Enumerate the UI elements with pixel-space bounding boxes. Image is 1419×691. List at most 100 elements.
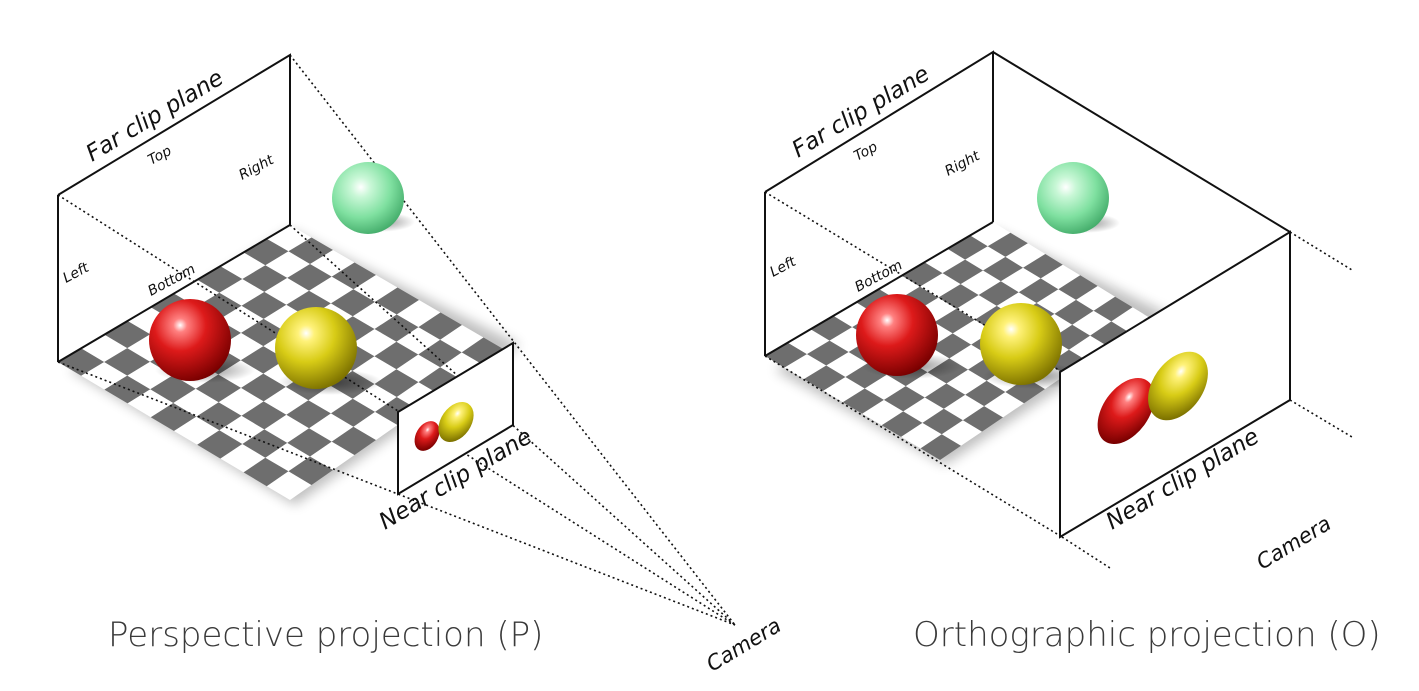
- projected-yellow-sphere: [1148, 351, 1208, 421]
- checker-tile: [1076, 286, 1116, 311]
- yellow-sphere: [275, 307, 357, 389]
- checker-tile: [375, 397, 419, 425]
- checker-tile: [418, 367, 462, 395]
- checker-tile: [922, 408, 963, 435]
- checker-tile: [174, 416, 220, 445]
- checker-tile: [220, 252, 266, 279]
- checker-tile: [903, 397, 944, 423]
- checker-tile: [905, 372, 947, 398]
- checker-tile: [195, 374, 242, 403]
- checker-tile: [983, 256, 1024, 282]
- checker-tile: [879, 275, 920, 301]
- box-edge: [992, 51, 1291, 233]
- checker-tile: [920, 434, 961, 460]
- checker-tile: [842, 388, 884, 414]
- checker-tile: [218, 305, 264, 333]
- checker-tile: [1000, 267, 1041, 293]
- checker-tile: [1023, 254, 1063, 279]
- checker-tile: [150, 403, 197, 431]
- checker-tile: [864, 374, 906, 400]
- checker-tile: [375, 287, 419, 315]
- camera-label: Camera: [702, 613, 785, 676]
- checker-tile: [1018, 278, 1059, 303]
- checker-tile: [286, 400, 331, 429]
- checker-tile: [241, 318, 286, 347]
- green-sphere: [1037, 162, 1109, 234]
- checker-tile: [924, 383, 966, 409]
- checker-tile: [331, 426, 376, 455]
- checker-tile: [81, 334, 128, 362]
- checker-tile: [243, 457, 289, 487]
- projected-red-sphere: [414, 421, 440, 451]
- checker-tile: [266, 225, 312, 252]
- top-label: Top: [145, 143, 174, 169]
- checker-tile: [930, 333, 972, 359]
- checker-tile: [1005, 243, 1046, 268]
- checker-tile: [960, 270, 1001, 295]
- checker-tile: [331, 398, 376, 427]
- yellow-sphere: [980, 303, 1062, 385]
- checker-tile: [264, 277, 310, 305]
- checker-tile: [984, 392, 1024, 418]
- checker-tile: [220, 444, 266, 473]
- checker-tile: [331, 289, 376, 317]
- checker-tile: [987, 232, 1028, 257]
- checker-tile: [1040, 264, 1081, 290]
- checker-tile: [823, 377, 865, 403]
- camera-label: Camera: [1252, 511, 1335, 574]
- perspective-caption: Perspective projection (P): [108, 615, 543, 655]
- checker-tile: [242, 429, 288, 458]
- checker-tile: [104, 348, 151, 376]
- checker-tile: [941, 420, 982, 446]
- checker-tile: [218, 332, 264, 361]
- checker-tile: [396, 354, 441, 383]
- checker-tile: [1036, 289, 1077, 314]
- checker-tile: [241, 401, 287, 430]
- checker-tile: [263, 386, 309, 415]
- red-sphere: [856, 294, 938, 376]
- left-label: Left: [60, 260, 92, 287]
- checker-tile: [807, 340, 849, 366]
- checker-tile: [920, 273, 961, 298]
- checker-tile: [197, 266, 243, 293]
- checker-tile: [1111, 307, 1150, 333]
- checker-tile: [1072, 310, 1112, 336]
- checker-tile: [970, 222, 1011, 247]
- far-plane-bottom-edge: [57, 224, 291, 363]
- checker-tile: [197, 430, 243, 459]
- box-edge-dotted: [1289, 399, 1353, 438]
- checker-tile: [104, 320, 151, 349]
- checker-tile: [242, 265, 288, 292]
- green-sphere: [332, 162, 404, 234]
- box-edge-dotted: [1289, 231, 1353, 271]
- checker-tile: [353, 411, 398, 440]
- checker-tile: [1054, 299, 1094, 325]
- right-label: Right: [942, 148, 983, 180]
- checker-tile: [58, 348, 105, 376]
- checker-tile: [352, 329, 397, 357]
- checker-tile: [196, 402, 242, 431]
- checker-tile: [810, 315, 853, 341]
- checker-tile: [765, 342, 807, 368]
- checker-tile: [938, 284, 979, 309]
- perspective-diagram: Far clip plane Top Right Left Bottom Nea…: [57, 53, 785, 676]
- checker-tile: [352, 301, 397, 329]
- checker-tile: [309, 413, 354, 442]
- checker-tile: [241, 373, 286, 402]
- checker-tile: [150, 375, 196, 403]
- checker-tile: [219, 279, 265, 306]
- checker-tile: [924, 248, 966, 274]
- checker-tile: [943, 394, 985, 421]
- checker-tile: [934, 308, 975, 334]
- box-edge-dotted: [1061, 536, 1111, 569]
- checker-tile: [287, 428, 332, 457]
- checker-tile: [353, 275, 398, 302]
- checker-tile: [784, 354, 827, 380]
- checker-tile: [963, 406, 1003, 432]
- checker-tile: [374, 341, 419, 370]
- checker-tile: [310, 250, 355, 277]
- checker-tile: [901, 422, 942, 449]
- checker-tile: [1069, 335, 1108, 361]
- checker-tile: [81, 362, 128, 390]
